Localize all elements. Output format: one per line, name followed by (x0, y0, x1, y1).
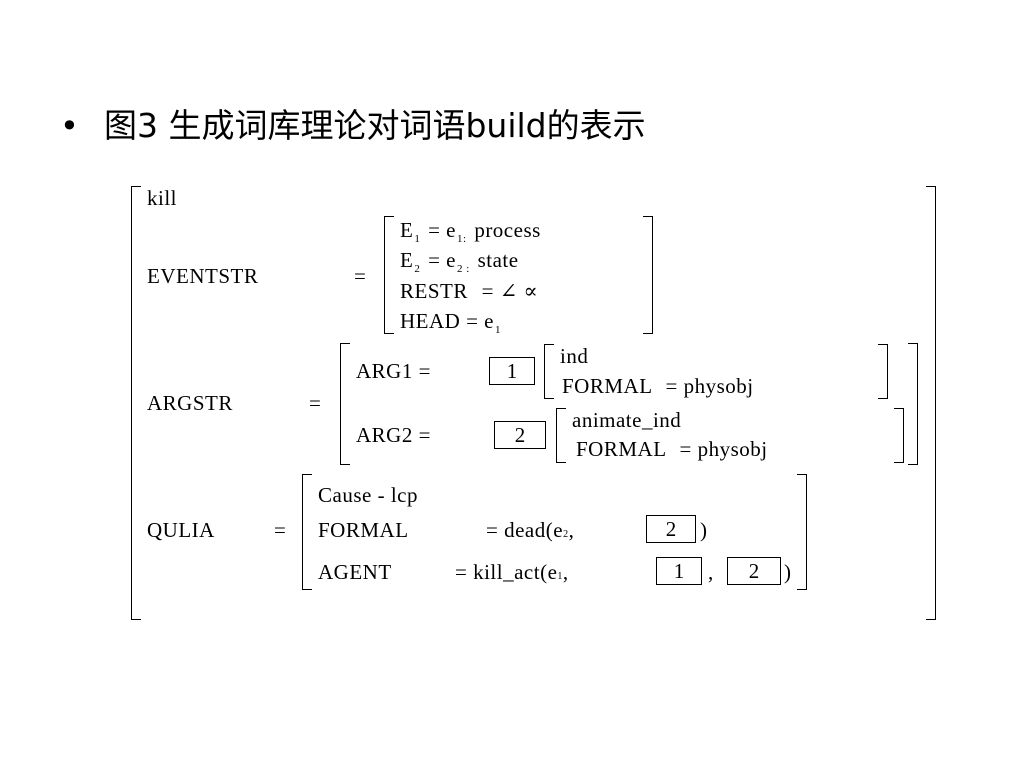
eventstr-bracket-right (643, 216, 653, 334)
qualia-eq: = (274, 518, 287, 542)
bullet: • (60, 107, 79, 145)
arg1-formal-value: = physobj (665, 374, 754, 398)
argstr-label: ARGSTR (147, 391, 233, 415)
eventstr-row-restr: RESTR = ∠ ∝ (400, 279, 538, 303)
arg1-type: ind (560, 344, 589, 368)
qualia-formal-close: ) (700, 518, 708, 542)
e1-rhs: = e (428, 218, 456, 242)
e1-label: E (400, 218, 414, 242)
qualia-formal-tag: 2 (646, 515, 696, 543)
restr-value: = ∠ ∝ (481, 279, 539, 303)
slide-title: 图3 生成词库理论对词语build的表示 (104, 106, 646, 145)
head-value: = e (466, 309, 494, 333)
outer-bracket-left (131, 186, 141, 620)
qualia-bracket-left (302, 474, 312, 590)
qualia-cause: Cause - lcp (318, 483, 418, 507)
e1-value: process (474, 218, 541, 242)
qualia-agent-comma1: , (562, 560, 569, 584)
restr-label: RESTR (400, 279, 468, 303)
qualia-agent-close: ) (784, 560, 792, 584)
qualia-formal-sub: 2 (563, 529, 569, 540)
e2-label: E (400, 248, 414, 272)
e2-value: state (477, 248, 519, 272)
arg2-formal-value: = physobj (679, 437, 768, 461)
argstr-bracket-right (908, 343, 918, 465)
qualia-agent-tag2: 2 (727, 557, 781, 585)
e2-rhs-sub: 2 : (457, 263, 470, 275)
qualia-agent-expr: = kill_act(e1, (455, 560, 569, 589)
qualia-agent-tag1: 1 (656, 557, 702, 585)
eventstr-bracket-left (384, 216, 394, 334)
arg2-tag: 2 (494, 421, 546, 449)
arg2-bracket-left (556, 408, 566, 463)
qualia-agent-comma2: , (708, 560, 714, 584)
eventstr-row-e1: E1 = e1: process (400, 218, 541, 246)
arg1-formal-label: FORMAL (562, 374, 652, 398)
qualia-formal-comma: , (568, 518, 575, 542)
qualia-agent-sub: 1 (557, 571, 563, 582)
qualia-formal-expr: = dead(e2, (486, 518, 574, 547)
outer-bracket-right (926, 186, 936, 620)
eventstr-row-e2: E2 = e2 : state (400, 248, 519, 276)
eventstr-eq: = (354, 264, 367, 288)
arg1-formal: FORMAL = physobj (562, 374, 754, 398)
qualia-bracket-right (797, 474, 807, 590)
arg1-tag: 1 (489, 357, 535, 385)
arg1-bracket-left (544, 344, 554, 399)
qualia-label: QULIA (147, 518, 215, 542)
argstr-bracket-left (340, 343, 350, 465)
arg1-bracket-right (878, 344, 888, 399)
argstr-eq: = (309, 391, 322, 415)
arg2-type: animate_ind (572, 408, 682, 432)
qualia-agent-label: AGENT (318, 560, 392, 584)
qualia-formal-pre: = dead(e (486, 518, 564, 542)
arg2-label: ARG2 = (356, 423, 431, 447)
arg1-label: ARG1 = (356, 359, 431, 383)
avm-head: kill (147, 186, 178, 210)
qualia-agent-pre: = kill_act(e (455, 560, 558, 584)
qualia-formal-label: FORMAL (318, 518, 409, 542)
eventstr-label: EVENTSTR (147, 264, 259, 288)
head-value-sub: 1 (495, 324, 501, 336)
e1-rhs-sub: 1: (457, 233, 467, 245)
e2-rhs: = e (428, 248, 456, 272)
head-label: HEAD (400, 309, 461, 333)
e2-sub: 2 (414, 263, 421, 275)
eventstr-row-head: HEAD = e1 (400, 309, 503, 337)
arg2-formal-label: FORMAL (576, 437, 666, 461)
arg2-bracket-right (894, 408, 904, 463)
e1-sub: 1 (414, 233, 421, 245)
arg2-formal: FORMAL = physobj (576, 437, 768, 461)
